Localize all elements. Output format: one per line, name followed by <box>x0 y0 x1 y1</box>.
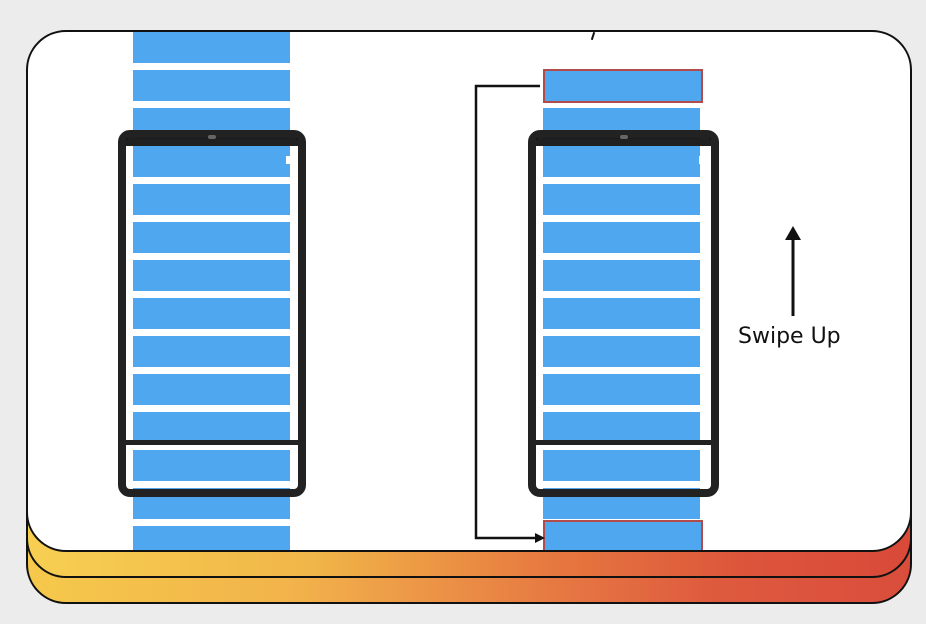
top-tick-mark <box>590 32 596 41</box>
left-strip-9 <box>133 336 290 367</box>
diagram-content: Swipe Up <box>28 32 910 550</box>
left-strip-1 <box>133 32 290 63</box>
left-strip-10 <box>133 374 290 405</box>
right-strip-5 <box>543 222 700 253</box>
left-strip-2 <box>133 70 290 101</box>
right-strip-7 <box>543 298 700 329</box>
right-strip-3 <box>543 146 700 177</box>
left-phone-bottom-bar <box>126 440 298 489</box>
front-card: Swipe Up <box>26 30 912 552</box>
left-strip-6 <box>133 222 290 253</box>
right-strip-9 <box>543 374 700 405</box>
right-bottom-highlight-strip <box>543 520 703 550</box>
loop-arrow-icon <box>474 84 545 543</box>
left-phone-speaker <box>208 135 216 139</box>
right-strip-4 <box>543 184 700 215</box>
right-phone-status-icon <box>699 156 705 164</box>
right-strip-10 <box>543 412 700 443</box>
left-strip-4 <box>133 146 290 177</box>
right-strip-8 <box>543 336 700 367</box>
right-phone-frame <box>528 130 719 497</box>
right-phone-top-bar <box>536 138 711 146</box>
right-strip-11 <box>543 450 700 481</box>
left-phone-top-bar <box>126 138 298 146</box>
up-arrow-icon <box>785 226 801 316</box>
swipe-up-label: Swipe Up <box>738 324 841 349</box>
right-phone-bottom-bar <box>536 440 711 489</box>
left-phone-frame <box>118 130 306 497</box>
left-strip-12 <box>133 450 290 481</box>
left-strip-8 <box>133 298 290 329</box>
left-strip-11 <box>133 412 290 443</box>
left-strip-5 <box>133 184 290 215</box>
right-strip-6 <box>543 260 700 291</box>
left-phone-status-icon <box>286 156 292 164</box>
right-top-highlight-strip <box>543 69 703 103</box>
left-strip-7 <box>133 260 290 291</box>
right-phone-speaker <box>619 135 628 139</box>
left-strip-14 <box>133 526 290 550</box>
